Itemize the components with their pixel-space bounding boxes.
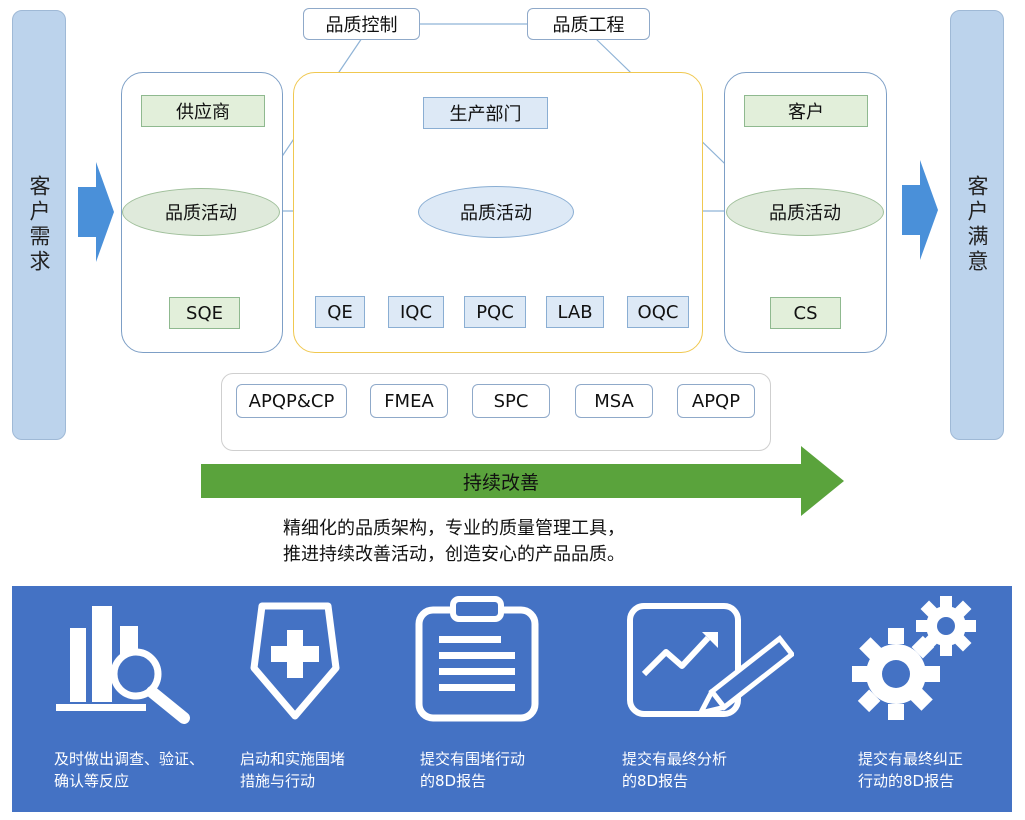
customer-activity-label: 品质活动: [769, 203, 841, 224]
bar-chart-magnifier-icon: [56, 606, 190, 724]
qe-label: QE: [327, 301, 353, 323]
tool-apqp-cp-label: APQP&CP: [248, 390, 335, 412]
tool-apqp-label: APQP: [691, 390, 741, 412]
tool-apqp: APQP: [677, 384, 755, 418]
production-activity: 品质活动: [418, 186, 574, 238]
tool-fmea-label: FMEA: [384, 390, 434, 412]
continuous-improvement-arrow: [201, 446, 844, 516]
pqc-label: PQC: [476, 301, 514, 323]
continuous-improvement-label: 持续改善: [462, 471, 539, 494]
supplier-activity-label: 品质活动: [165, 203, 237, 224]
production-activity-label: 品质活动: [460, 203, 532, 224]
iqc-box: IQC: [388, 296, 444, 328]
customer-satisfaction-label: 客户满意: [965, 175, 989, 275]
supplier-title: 供应商: [141, 95, 265, 127]
chart-pen-icon: [627, 603, 794, 717]
banner-label-containment-report: 提交有围堵行动 的8D报告: [420, 750, 526, 790]
tool-msa: MSA: [575, 384, 653, 418]
oqc-box: OQC: [627, 296, 689, 328]
customer-demand-label: 客户需求: [27, 175, 51, 275]
right-flow-arrow: [902, 160, 938, 260]
quality-engineering-label: 品质工程: [552, 15, 625, 36]
sqe-label: SQE: [186, 302, 223, 324]
customer-title: 客户: [744, 95, 868, 127]
customer-demand-bar: 客户需求: [12, 10, 66, 440]
banner-label-analysis-report: 提交有最终分析 的8D报告: [622, 750, 728, 790]
pqc-box: PQC: [464, 296, 526, 328]
caption-line-1: 精细化的品质架构，专业的质量管理工具，: [283, 518, 625, 539]
banner-label-investigate: 及时做出调查、验证、 确认等反应: [54, 750, 205, 790]
quality-control-label: 品质控制: [325, 15, 398, 36]
customer-activity: 品质活动: [726, 188, 884, 236]
cs-box: CS: [770, 297, 841, 329]
customer-title-label: 客户: [788, 102, 824, 123]
clipboard-icon: [415, 596, 539, 722]
caption-line-2: 推进持续改善活动，创造安心的产品品质。: [283, 544, 625, 565]
sqe-box: SQE: [169, 297, 240, 329]
8d-banner: [12, 586, 1012, 812]
iqc-label: IQC: [399, 301, 433, 323]
cs-label: CS: [793, 302, 818, 324]
qe-box: QE: [315, 296, 365, 328]
supplier-activity: 品质活动: [122, 188, 280, 236]
gears-icon: [852, 596, 976, 720]
supplier-title-label: 供应商: [176, 102, 230, 123]
lab-box: LAB: [546, 296, 604, 328]
left-flow-arrow: [78, 162, 114, 262]
production-dept-box: 生产部门: [423, 97, 548, 129]
quality-control-box: 品质控制: [303, 8, 420, 40]
tool-spc: SPC: [472, 384, 550, 418]
shield-plus-icon: [250, 602, 340, 720]
tool-msa-label: MSA: [594, 390, 634, 412]
tool-apqp-cp: APQP&CP: [236, 384, 347, 418]
quality-engineering-box: 品质工程: [527, 8, 650, 40]
banner-label-corrective-report: 提交有最终纠正 行动的8D报告: [858, 750, 964, 790]
lab-label: LAB: [557, 301, 593, 323]
oqc-label: OQC: [637, 301, 679, 323]
tool-fmea: FMEA: [370, 384, 448, 418]
banner-label-containment: 启动和实施围堵 措施与行动: [240, 750, 346, 790]
production-dept-label: 生产部门: [449, 104, 522, 125]
customer-satisfaction-bar: 客户满意: [950, 10, 1004, 440]
tool-spc-label: SPC: [493, 390, 529, 412]
